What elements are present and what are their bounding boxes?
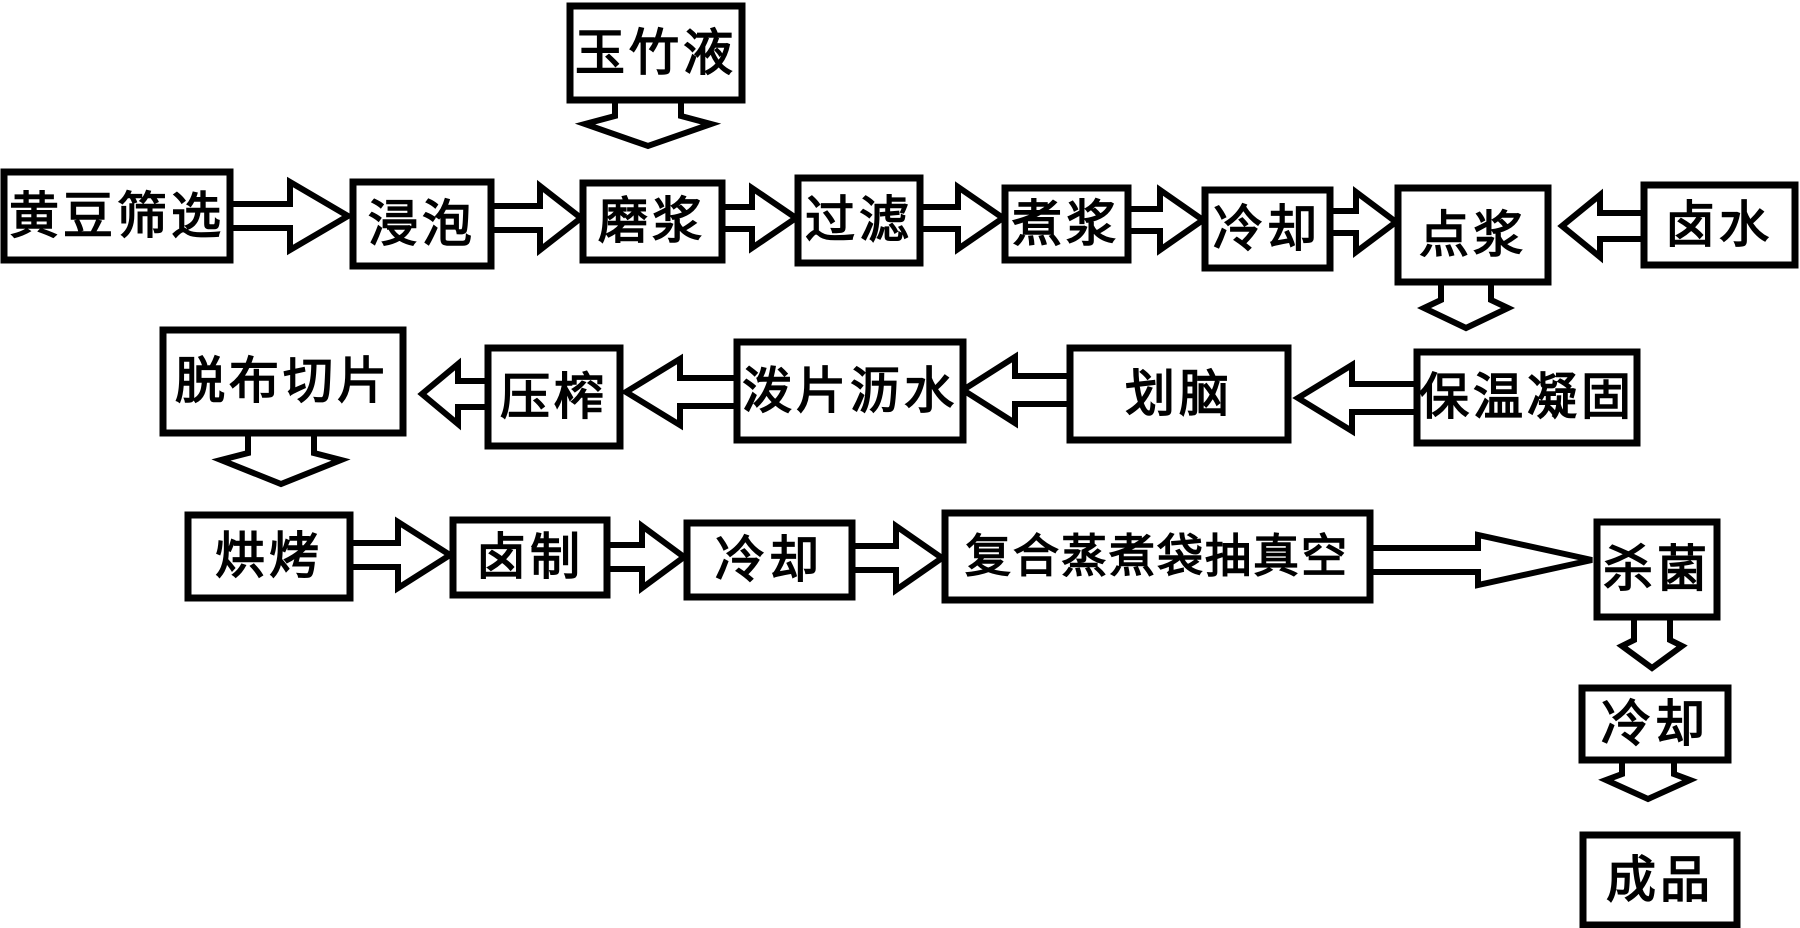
node-lengque-2: 冷却 (683, 519, 856, 601)
node-fuhe-box (941, 509, 1374, 604)
node-dianjiang-label: 点浆 (1419, 207, 1527, 263)
arrow-guolv-to-zhujiang (915, 181, 1009, 255)
node-shajun-label: 杀菌 (1603, 541, 1711, 597)
node-huangdou-shaixuan-label: 黄豆筛选 (9, 188, 225, 244)
arrow-shajun-to-lengque3 (1616, 610, 1688, 672)
arrow-yazha-to-tuobu (417, 357, 493, 431)
node-tuobu-qiepian-label: 脱布切片 (175, 353, 391, 409)
node-huanao-label: 划脑 (1125, 366, 1233, 422)
arrow-lushui-to-dianjiang (1557, 188, 1647, 264)
arrow-lengque1-to-dianjiang (1325, 186, 1401, 258)
node-fuhe-zhengzhudai-chouzhenkong: 复合蒸煮袋抽真空 (941, 509, 1374, 604)
node-guolv: 过滤 (794, 174, 924, 267)
node-guolv-label: 过滤 (805, 192, 913, 248)
node-luzhi: 卤制 (449, 516, 611, 599)
node-yazha: 压榨 (484, 344, 624, 450)
node-yuzhuye-label: 玉竹液 (575, 25, 737, 81)
arrow-dianjiang-to-baowen (1416, 277, 1516, 332)
node-lengque-1-box (1201, 186, 1334, 272)
arrow-lengque2-to-fuhe (847, 520, 948, 596)
node-huanao: 划脑 (1066, 344, 1292, 444)
arrow-popian-to-yazha (620, 353, 742, 431)
node-lengque-1-label: 冷却 (1213, 201, 1321, 257)
arrow-yuzhuye-to-mojiang (574, 95, 722, 150)
node-shajun: 杀菌 (1593, 518, 1721, 621)
node-tuobu-qiepian-box (159, 326, 407, 437)
node-hongkao: 烘烤 (184, 511, 354, 602)
node-shajun-box (1593, 518, 1721, 621)
arrow-tuobu-to-hongkao (211, 428, 351, 488)
node-baowen-ninggu: 保温凝固 (1413, 348, 1641, 447)
node-luzhi-box (449, 516, 611, 599)
node-chengpin: 成品 (1579, 831, 1741, 928)
arrow-lengque3-to-chengpin (1598, 755, 1698, 803)
arrow-mojiang-to-guolv (717, 182, 802, 254)
node-jinpao-box (349, 178, 495, 270)
node-yuzhuye-box (566, 2, 746, 104)
arrow-zhujiang-to-lengque1 (1123, 184, 1209, 256)
arrow-huanao-to-popian (957, 351, 1075, 429)
node-zhujiang-label: 煮浆 (1011, 196, 1120, 252)
node-mojiang-label: 磨浆 (598, 193, 706, 249)
node-yazha-label: 压榨 (500, 369, 608, 425)
node-hongkao-label: 烘烤 (215, 528, 323, 584)
node-lushui: 卤水 (1640, 181, 1799, 269)
node-huanao-box (1066, 344, 1292, 444)
node-lengque-2-box (683, 519, 856, 601)
node-lengque-1: 冷却 (1201, 186, 1334, 272)
node-huangdou-shaixuan-box (0, 168, 234, 264)
node-mojiang-box (579, 179, 726, 264)
arrow-huangdou-to-jinpao (225, 176, 354, 256)
node-popian-lishui: 泼片沥水 (733, 338, 967, 444)
node-popian-lishui-box (733, 338, 967, 444)
node-jinpao-label: 浸泡 (368, 196, 476, 252)
node-fuhe-label: 复合蒸煮袋抽真空 (965, 530, 1349, 582)
node-lengque-3: 冷却 (1578, 684, 1732, 764)
arrow-jinpao-to-mojiang (486, 179, 586, 257)
node-tuobu-qiepian: 脱布切片 (159, 326, 407, 437)
node-zhujiang-box (1001, 184, 1132, 264)
node-lushui-label: 卤水 (1665, 197, 1773, 253)
node-popian-lishui-label: 泼片沥水 (742, 363, 958, 419)
node-lushui-box (1640, 181, 1799, 269)
node-yuzhuye: 玉竹液 (566, 2, 746, 104)
arrow-fuhe-to-shajun (1365, 531, 1593, 589)
node-chengpin-box (1579, 831, 1741, 928)
arrow-luzhi-to-lengque2 (602, 520, 690, 594)
node-dianjiang-box (1394, 184, 1552, 286)
node-jinpao: 浸泡 (349, 178, 495, 270)
node-dianjiang: 点浆 (1394, 184, 1552, 286)
arrow-baowen-to-huanao (1292, 359, 1422, 437)
node-lengque-2-label: 冷却 (715, 532, 823, 588)
node-baowen-ninggu-box (1413, 348, 1641, 447)
node-guolv-box (794, 174, 924, 267)
node-luzhi-label: 卤制 (476, 529, 584, 585)
node-lengque-3-label: 冷却 (1601, 696, 1709, 752)
node-hongkao-box (184, 511, 354, 602)
node-lengque-3-box (1578, 684, 1732, 764)
arrow-hongkao-to-luzhi (345, 516, 456, 594)
node-yazha-box (484, 344, 624, 450)
node-chengpin-label: 成品 (1606, 852, 1714, 908)
node-huangdou-shaixuan: 黄豆筛选 (0, 168, 234, 264)
node-baowen-ninggu-label: 保温凝固 (1419, 369, 1635, 425)
node-zhujiang: 煮浆 (1001, 184, 1132, 264)
node-mojiang: 磨浆 (579, 179, 726, 264)
